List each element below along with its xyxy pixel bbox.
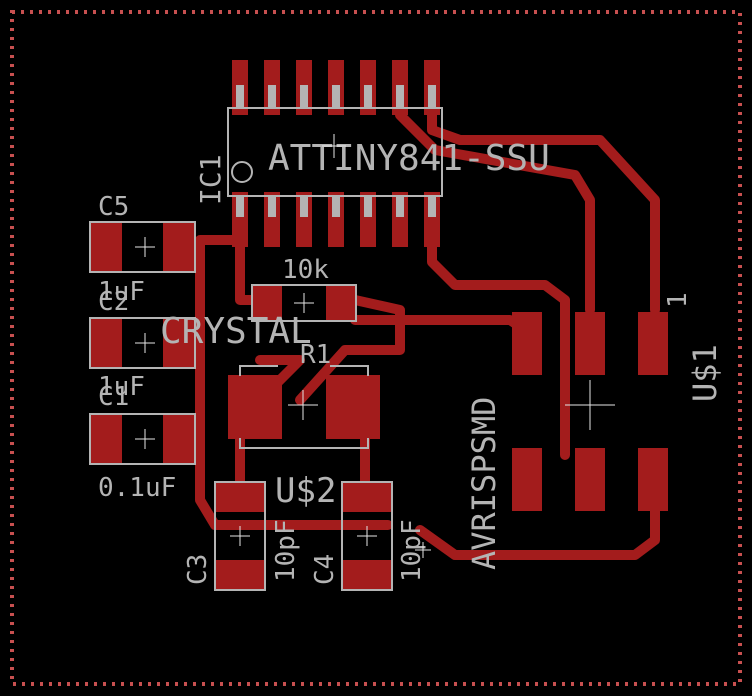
trace-miso: [395, 110, 595, 315]
ic1-ref-label: IC1: [194, 154, 227, 205]
trace-gnd-left: [195, 235, 393, 530]
trace-reset: [350, 315, 530, 335]
trace-mosi: [427, 110, 660, 315]
ic1-pin1-marker: [231, 161, 253, 183]
board-outline: [10, 10, 742, 686]
isp-value-label: AVRISPSMD: [465, 397, 503, 570]
isp-header-u1: [512, 312, 668, 511]
ic1-pin-silk: [236, 85, 436, 217]
c2-value-label: 1uF: [98, 372, 145, 402]
c5-ref-label: C5: [98, 192, 129, 222]
resistor-r1: [251, 284, 357, 322]
c3-ref-label: C3: [183, 554, 213, 585]
c4-value-label: 10pF: [397, 519, 427, 582]
crystal-value-label: CRYSTAL: [160, 311, 312, 352]
capacitor-c1: [89, 413, 196, 465]
c1-ref-label: C1: [98, 382, 129, 412]
capacitor-c2: [89, 317, 196, 369]
ic1-outline: [227, 107, 443, 197]
capacitor-c5: [89, 221, 196, 273]
c2-ref-label: C2: [98, 287, 129, 317]
r1-value-label: 10k: [282, 255, 329, 285]
trace-vcc: [415, 475, 660, 560]
capacitor-c4: [341, 481, 393, 591]
c4-ref-label: C4: [310, 554, 340, 585]
trace-sck: [427, 235, 570, 460]
capacitor-c3: [214, 481, 266, 591]
c3-value-label: 10pF: [271, 519, 301, 582]
ic1-value-label: ATTINY841-SSU: [268, 138, 550, 179]
crystal-ref-label: U$2: [275, 471, 336, 511]
crystal-u2: [228, 365, 380, 449]
isp-pin1-label: 1: [663, 292, 693, 308]
c5-value-label: 1uF: [98, 277, 145, 307]
r1-ref-label: R1: [300, 340, 331, 370]
c1-value-label: 0.1uF: [98, 473, 176, 503]
isp-ref-label: U$1: [686, 344, 724, 402]
trace-ic-to-r1: [235, 235, 260, 305]
